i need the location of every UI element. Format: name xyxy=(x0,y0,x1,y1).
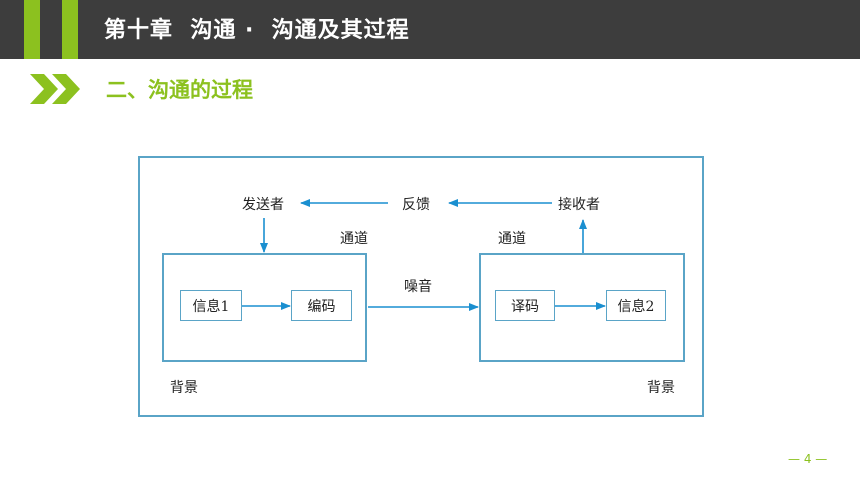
decode-node: 译码 xyxy=(495,290,555,321)
channel-label-left: 通道 xyxy=(340,231,368,247)
chapter-title: 第十章 沟通 · 沟通及其过程 xyxy=(104,18,410,43)
sender-label: 发送者 xyxy=(242,197,284,213)
background-label-left: 背景 xyxy=(170,380,198,396)
channel-label-right: 通道 xyxy=(498,231,526,247)
background-label-right: 背景 xyxy=(647,380,675,396)
noise-label: 噪音 xyxy=(404,279,432,295)
double-chevron-icon xyxy=(30,74,80,104)
communication-process-diagram xyxy=(138,156,704,417)
header-accent-bar xyxy=(62,0,78,59)
receiver-label: 接收者 xyxy=(558,197,600,213)
page-number: — 4 — xyxy=(788,452,828,466)
encode-node: 编码 xyxy=(291,290,352,321)
info2-node: 信息2 xyxy=(606,290,666,321)
info1-node: 信息1 xyxy=(180,290,242,321)
header-accent-bar xyxy=(24,0,40,59)
header-bar: 第十章 沟通 · 沟通及其过程 xyxy=(0,0,860,59)
feedback-label: 反馈 xyxy=(402,197,430,213)
section-title: 二、沟通的过程 xyxy=(106,78,253,102)
